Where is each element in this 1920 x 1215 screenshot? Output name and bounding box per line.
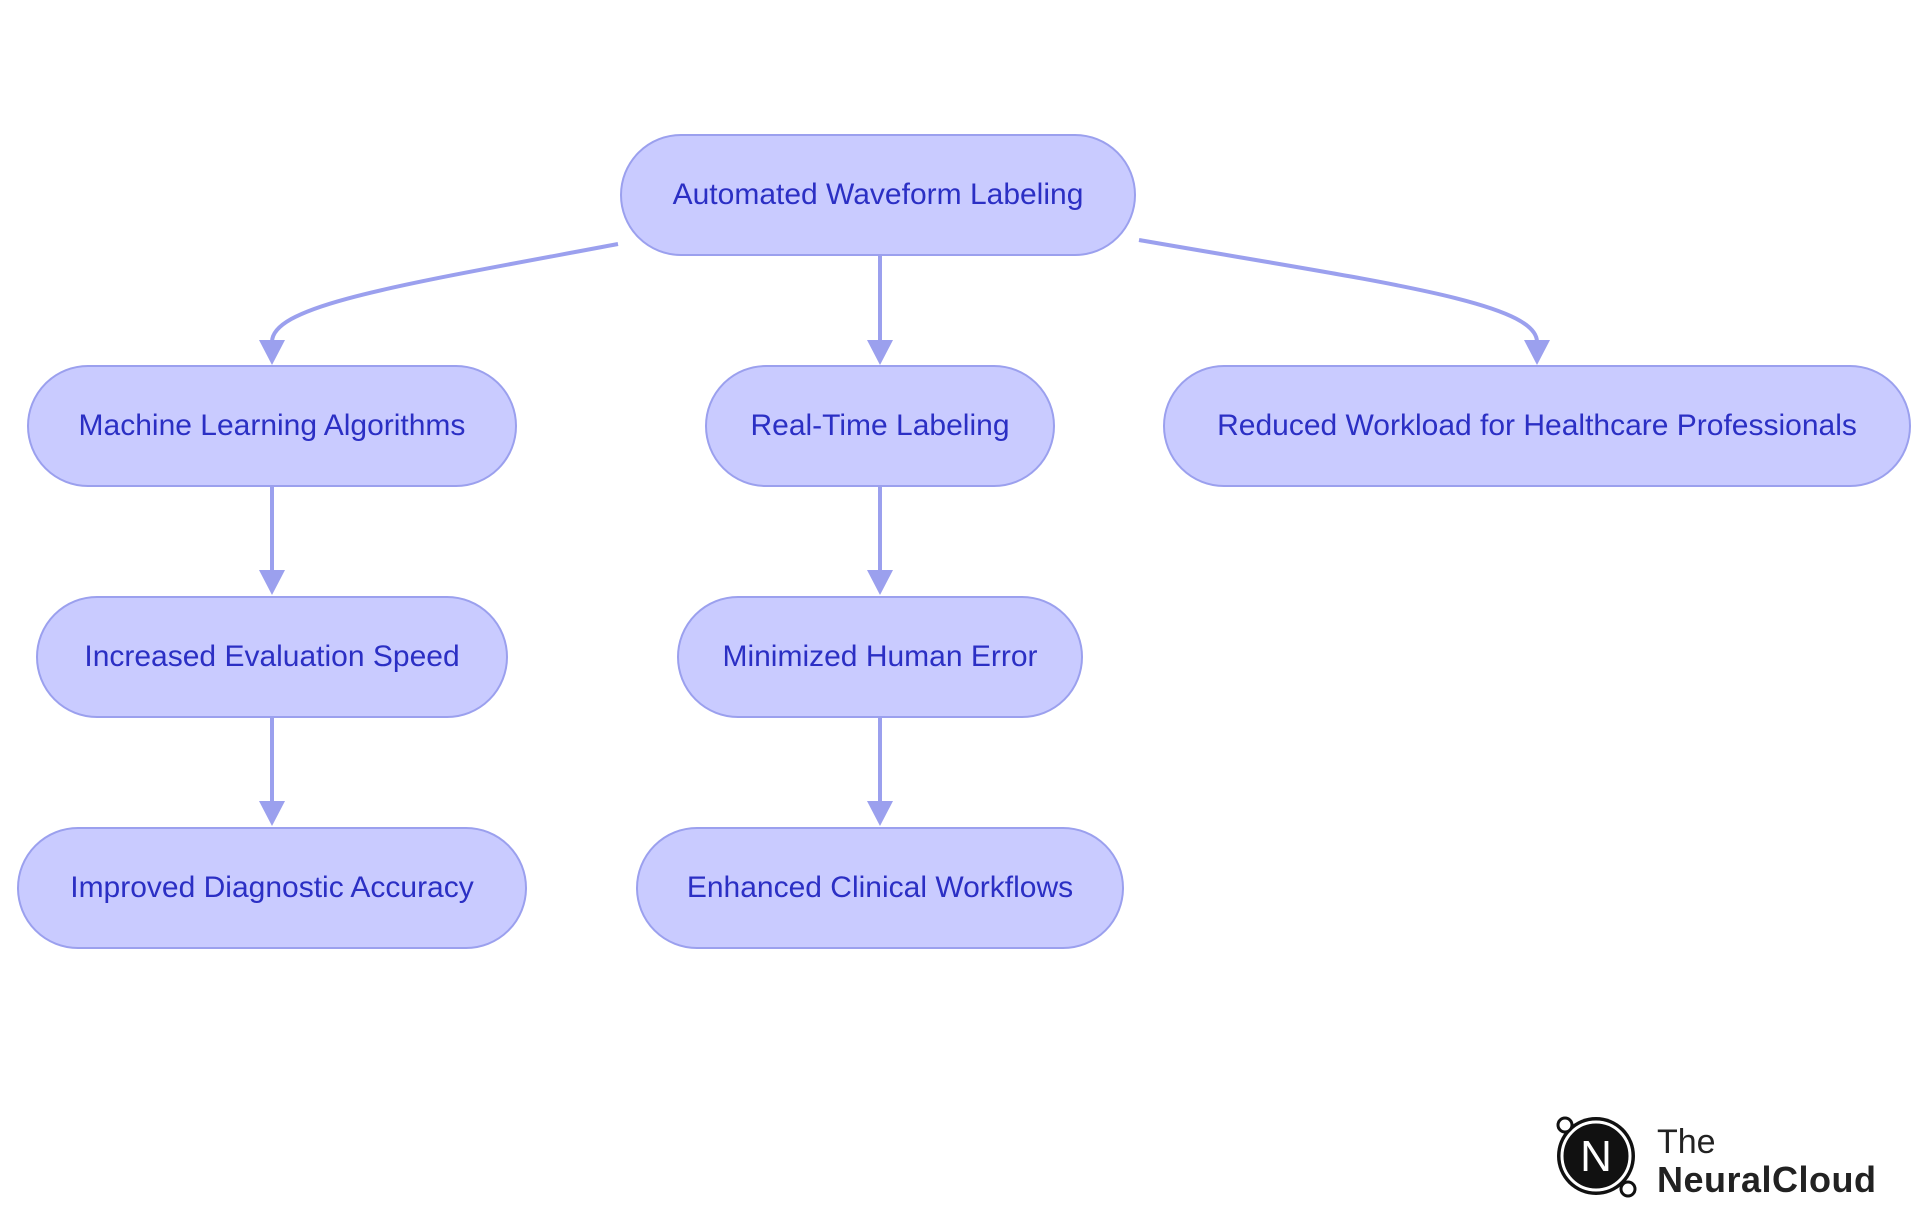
node-improved-diagnostic-accuracy[interactable]: Improved Diagnostic Accuracy [17, 827, 527, 949]
neuralcloud-logo-icon: N [1556, 1116, 1637, 1198]
logo-wordmark: The NeuralCloud [1657, 1123, 1877, 1199]
arrowhead-rt [867, 340, 893, 365]
arrowhead-rw [1524, 340, 1550, 365]
node-minimized-human-error[interactable]: Minimized Human Error [677, 596, 1083, 718]
logo-line-2: NeuralCloud [1657, 1159, 1877, 1200]
node-real-time-labeling[interactable]: Real-Time Labeling [705, 365, 1055, 487]
arrowhead-ml [259, 340, 285, 365]
node-enhanced-clinical-workflows[interactable]: Enhanced Clinical Workflows [636, 827, 1124, 949]
neuralcloud-logo: N The NeuralCloud [1553, 1113, 1893, 1205]
logo-monogram: N [1580, 1132, 1612, 1181]
arrowhead-ecw [867, 801, 893, 826]
arrowhead-ida [259, 801, 285, 826]
arrowhead-ies [259, 570, 285, 595]
edge-root-ml [270, 242, 619, 343]
node-automated-waveform-labeling[interactable]: Automated Waveform Labeling [620, 134, 1136, 256]
node-machine-learning-algorithms[interactable]: Machine Learning Algorithms [27, 365, 517, 487]
edge-root-rw [1138, 238, 1539, 343]
node-increased-evaluation-speed[interactable]: Increased Evaluation Speed [36, 596, 508, 718]
node-reduced-workload[interactable]: Reduced Workload for Healthcare Professi… [1163, 365, 1911, 487]
arrowhead-mhe [867, 570, 893, 595]
logo-line-1: The [1657, 1123, 1716, 1161]
